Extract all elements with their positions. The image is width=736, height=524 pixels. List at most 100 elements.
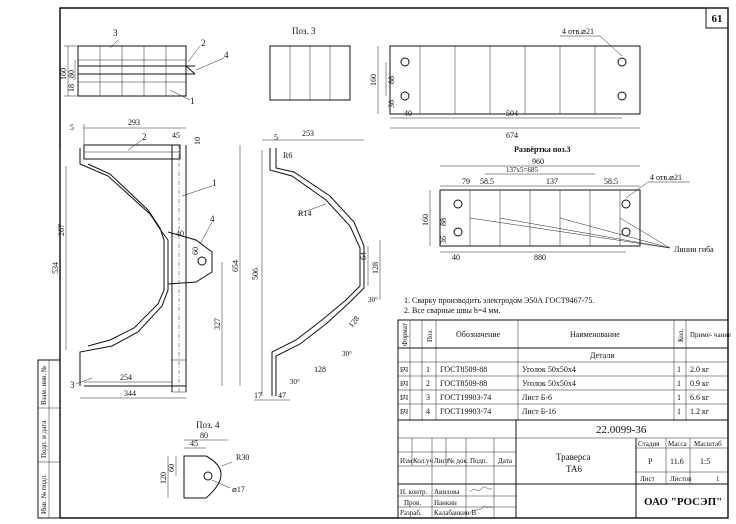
signature-2: [469, 505, 493, 515]
svg-text:40: 40: [452, 253, 460, 262]
svg-text:45: 45: [190, 439, 198, 448]
svg-text:128: 128: [347, 314, 362, 329]
svg-text:R14: R14: [298, 209, 311, 218]
svg-text:1: 1: [426, 365, 430, 374]
side-stamp-inv: Инв. № подл.: [40, 474, 48, 514]
notes: 1. Сварку производить электродом Э50А ГО…: [404, 296, 594, 315]
svg-text:88: 88: [439, 218, 448, 226]
svg-text:79: 79: [462, 177, 470, 186]
pos3-title: Поз. 3: [292, 26, 316, 36]
svg-text:Лист Б-6: Лист Б-6: [522, 393, 552, 402]
svg-text:327: 327: [213, 318, 222, 330]
svg-text:11.6: 11.6: [670, 457, 684, 466]
svg-text:Нанкин: Нанкин: [434, 499, 457, 507]
spec-table: Формат Поз. Обозначение Наименование Кол…: [397, 319, 731, 421]
svg-text:47: 47: [278, 391, 286, 400]
svg-text:Пров.: Пров.: [404, 499, 421, 507]
holes-label-dev: 4 отв.⌀21: [650, 173, 682, 182]
svg-text:№ док.: № док.: [448, 457, 469, 465]
svg-text:654: 654: [231, 260, 240, 272]
profile-view: 253 5 R6 R14 506 64 128 30° 128 30° 128 …: [251, 129, 381, 401]
svg-text:1: 1: [677, 379, 681, 388]
svg-text:5: 5: [274, 133, 278, 142]
svg-text:Разраб.: Разраб.: [400, 509, 422, 517]
page-number: 61: [712, 13, 723, 25]
svg-text:3: 3: [426, 393, 430, 402]
note-2: 2. Все сварные швы h=4 мм.: [404, 306, 500, 315]
svg-text:160: 160: [369, 74, 378, 86]
callout-4-top: 4: [224, 50, 229, 60]
svg-text:80: 80: [67, 70, 76, 78]
side-stamp-podp: Подп. и дата: [40, 420, 48, 458]
pos3-view: Поз. 3: [269, 26, 351, 101]
company-name: ОАО "РОСЭП": [644, 496, 722, 508]
svg-text:58.5: 58.5: [604, 177, 618, 186]
svg-text:344: 344: [124, 389, 136, 398]
svg-text:17: 17: [254, 391, 262, 400]
pos3-plan: 4 отв.⌀21 160 88 36 40 594 674: [369, 27, 641, 140]
designation: 22.0099-36: [596, 424, 647, 436]
callout-3-front: 3: [70, 380, 75, 390]
svg-text:128: 128: [371, 262, 380, 274]
svg-text:120: 120: [159, 472, 168, 484]
svg-text:Лист: Лист: [434, 457, 449, 465]
svg-text:128: 128: [314, 365, 326, 374]
pos4-view: Поз. 4 80 45 R30 ⌀17 120 60: [159, 420, 249, 499]
svg-text:58.5: 58.5: [480, 177, 494, 186]
svg-text:36: 36: [387, 100, 396, 108]
svg-text:⌀17: ⌀17: [232, 485, 245, 494]
svg-text:960: 960: [532, 157, 544, 166]
note-1: 1. Сварку производить электродом Э50А ГО…: [404, 296, 594, 305]
svg-text:Р: Р: [648, 457, 653, 466]
pos4-title: Поз. 4: [196, 420, 220, 430]
svg-text:Кол.уч: Кол.уч: [413, 457, 433, 465]
svg-text:Стадия: Стадия: [638, 440, 660, 448]
svg-text:ГОСТ19903-74: ГОСТ19903-74: [440, 393, 491, 402]
svg-text:Подп.: Подп.: [470, 457, 488, 465]
spec-row: БЧ 4 ГОСТ19903-74 Лист Б-16 1 1.2 кг: [400, 407, 710, 416]
svg-text:0.9 кг: 0.9 кг: [690, 379, 710, 388]
razvertka-title: Развёртка поз.3: [514, 145, 571, 154]
callout-3-top: 3: [113, 28, 118, 38]
front-view: 293 5 45 10 267 534 40 60 654 327 254 34…: [51, 118, 241, 399]
bend-lines-label: Линии гиба: [674, 245, 714, 254]
svg-text:80: 80: [200, 431, 208, 440]
svg-text:293: 293: [128, 118, 140, 127]
svg-text:Детали: Детали: [590, 351, 615, 360]
svg-text:18: 18: [67, 84, 76, 92]
svg-text:БЧ: БЧ: [400, 394, 409, 402]
svg-text:254: 254: [120, 373, 132, 382]
svg-text:2.0 кг: 2.0 кг: [690, 365, 710, 374]
svg-text:ГОСТ19903-74: ГОСТ19903-74: [440, 407, 491, 416]
page-number-box: [705, 7, 729, 29]
svg-text:674: 674: [506, 131, 518, 140]
svg-text:БЧ: БЧ: [400, 380, 409, 388]
svg-text:Авилова: Авилова: [434, 488, 460, 496]
svg-text:160: 160: [421, 214, 430, 226]
development-view: Развёртка поз.3 960 137x5=685 79 58.5 13…: [421, 145, 714, 262]
svg-text:64: 64: [359, 252, 368, 260]
svg-text:Лист Б-16: Лист Б-16: [522, 407, 556, 416]
svg-text:2: 2: [426, 379, 430, 388]
svg-text:Лист: Лист: [640, 475, 655, 483]
callout-2-front: 2: [142, 132, 147, 142]
svg-text:Уголок 50х50х4: Уголок 50х50х4: [522, 365, 576, 374]
svg-text:30°: 30°: [342, 350, 352, 358]
spec-row: БЧ 3 ГОСТ19903-74 Лист Б-6 1 6.6 кг: [400, 393, 710, 402]
callout-2-top: 2: [201, 38, 206, 48]
svg-text:Поз.: Поз.: [426, 329, 434, 342]
svg-text:506: 506: [251, 268, 260, 280]
svg-text:594: 594: [506, 109, 518, 118]
svg-text:160: 160: [59, 68, 68, 80]
signature-1: [469, 486, 493, 493]
svg-text:137: 137: [546, 177, 558, 186]
svg-text:Масса: Масса: [668, 440, 688, 448]
svg-text:267: 267: [57, 224, 66, 236]
callout-4-front: 4: [210, 214, 215, 224]
svg-text:1: 1: [677, 393, 681, 402]
svg-text:137x5=685: 137x5=685: [506, 166, 538, 174]
svg-text:534: 534: [51, 262, 60, 274]
svg-text:36: 36: [439, 236, 448, 244]
callout-1-front: 1: [212, 178, 217, 188]
svg-text:1:5: 1:5: [700, 457, 710, 466]
